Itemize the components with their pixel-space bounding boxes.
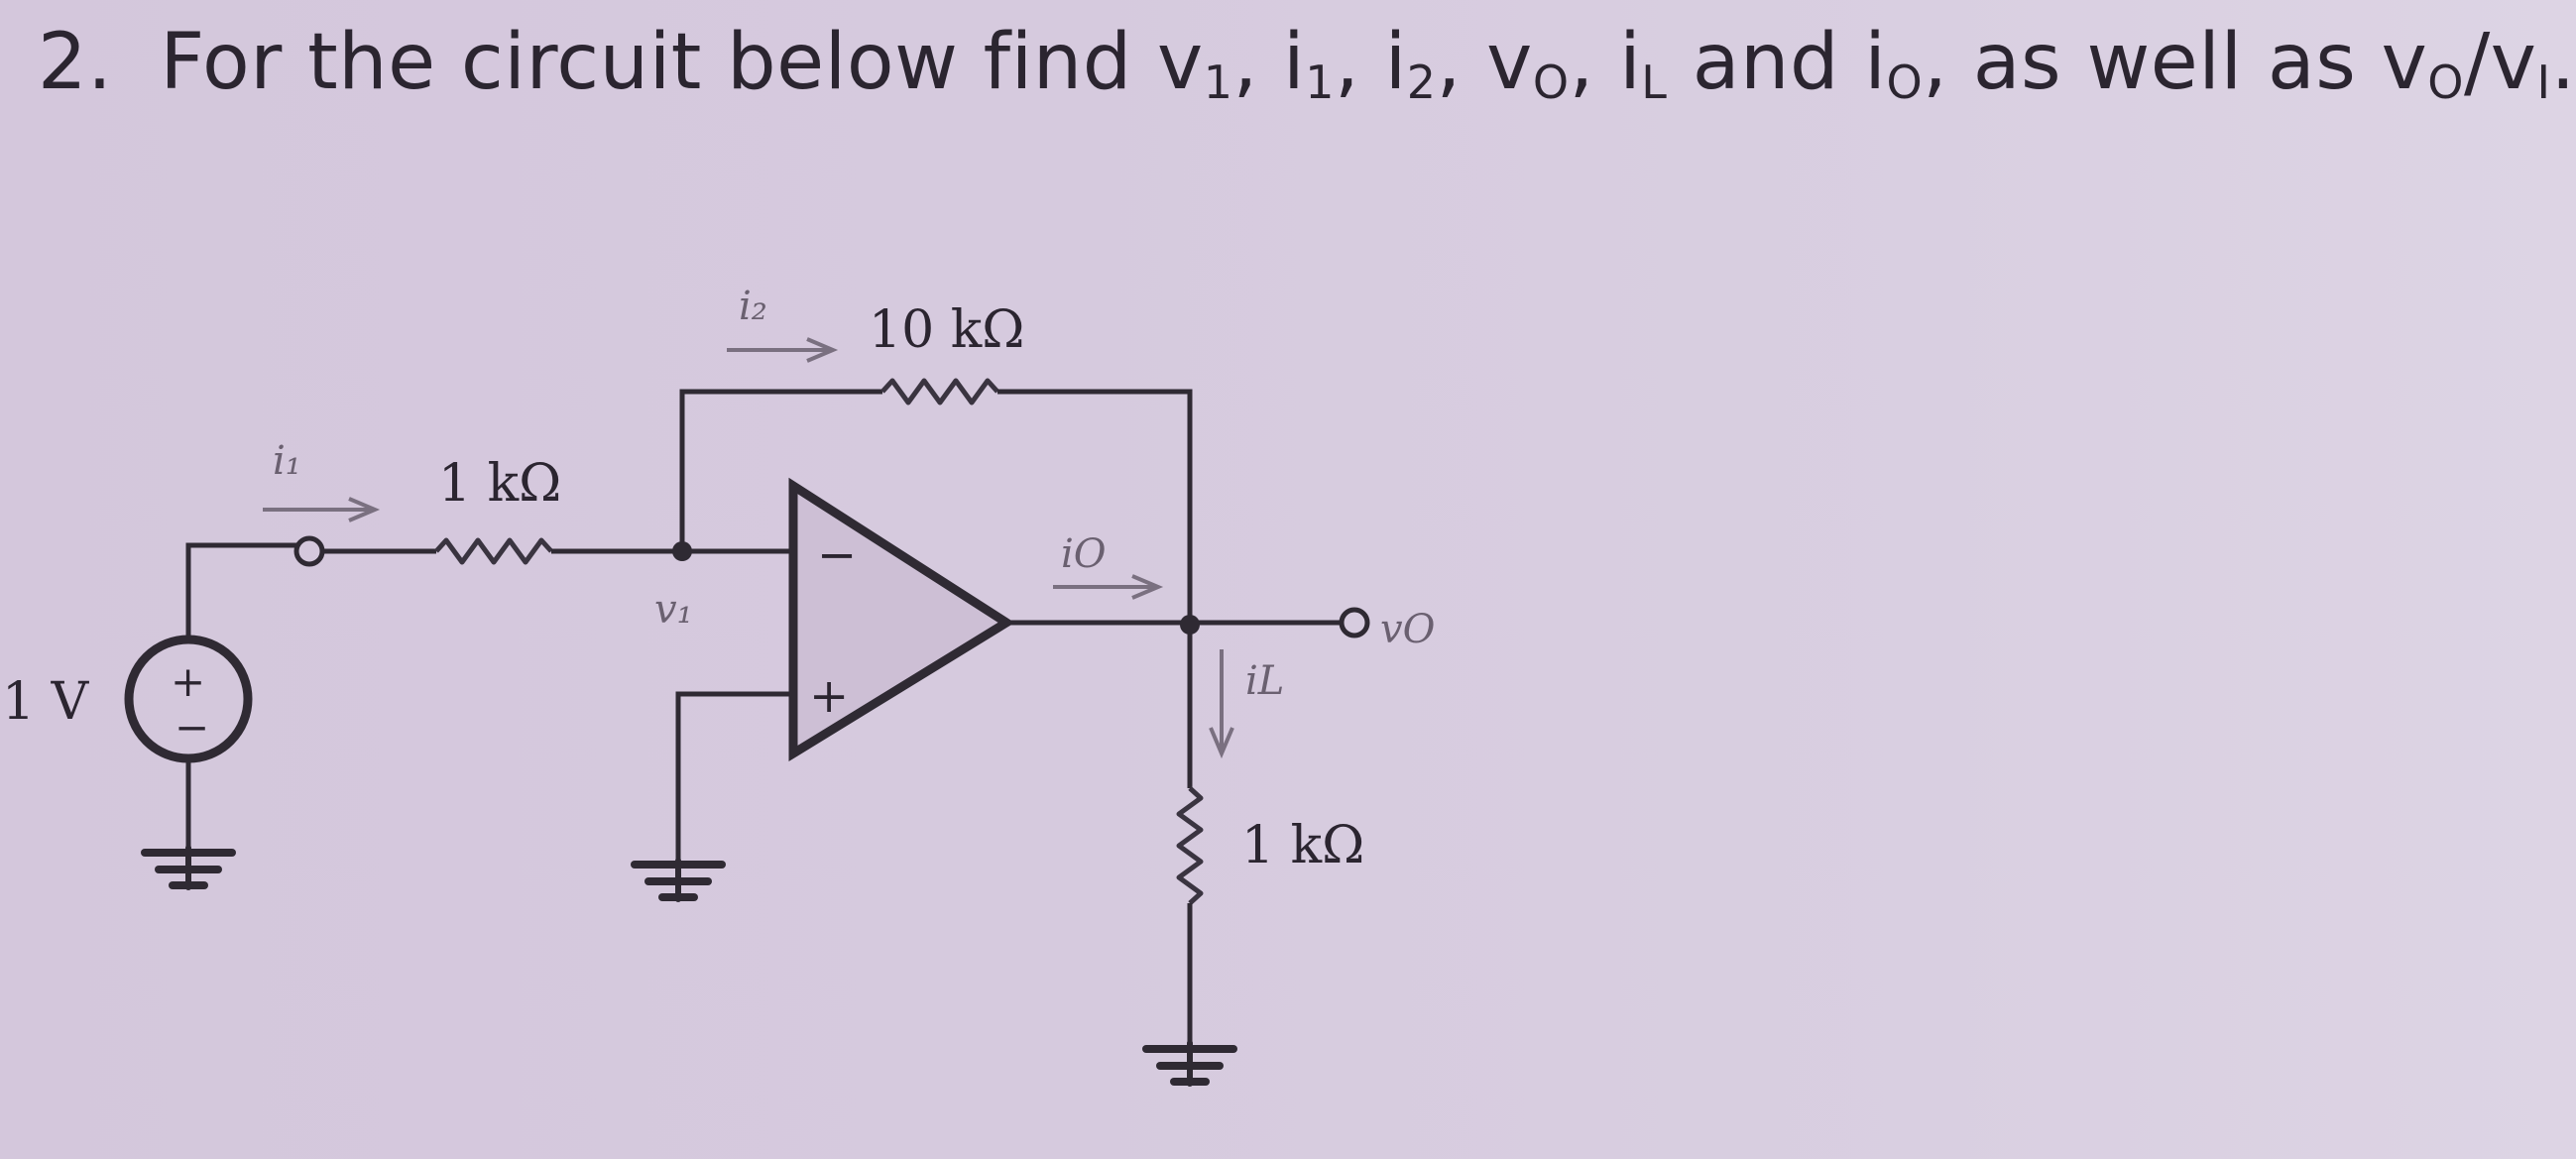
i1-label: i₁ [273, 438, 301, 484]
opamp-plus-sign: + [809, 668, 849, 724]
feedback-right-wire [997, 389, 1193, 623]
question-number: 2. [38, 18, 113, 107]
noninverting-wire [675, 691, 793, 863]
rl-label: 1 kΩ [1241, 816, 1364, 875]
il-arrow [1209, 649, 1234, 759]
source-top-wire [185, 542, 297, 639]
opamp [788, 477, 1015, 762]
circuit-diagram: − + + − [2, 284, 1435, 1087]
ground-symbol [141, 845, 236, 890]
r1-label: 1 kΩ [438, 454, 561, 514]
io-label: iO [1061, 531, 1107, 577]
resistor-rl [1176, 786, 1204, 905]
io-arrow [1053, 574, 1164, 600]
il-label: iL [1245, 658, 1284, 704]
question-text: 2. For the circuit below find v1, i1, i2,… [38, 18, 2576, 107]
ground-symbol [631, 858, 726, 902]
ground-symbol [1142, 1040, 1237, 1087]
resistor-rf [880, 378, 999, 406]
i1-arrow [263, 497, 381, 522]
source-plus: + [171, 657, 205, 706]
question-body: For the circuit below find v1, i1, i2, v… [160, 18, 2576, 109]
opamp-minus-sign: − [817, 527, 857, 583]
rf-label: 10 kΩ [869, 300, 1024, 360]
input-terminal [293, 535, 325, 567]
source-minus: − [175, 703, 209, 752]
resistor-r1 [434, 537, 553, 565]
feedback-left-wire [679, 389, 882, 551]
output-terminal [1339, 607, 1370, 638]
source-label: 1 V [2, 672, 90, 732]
vo-label: vO [1380, 607, 1435, 652]
v1-label: v₁ [654, 587, 693, 633]
i2-arrow [727, 337, 839, 363]
i2-label: i₂ [739, 284, 767, 329]
